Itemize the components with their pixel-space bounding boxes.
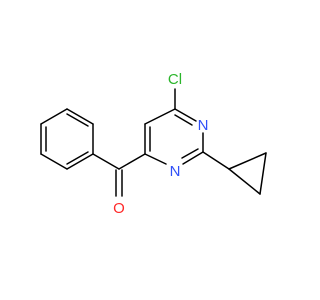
carbonyl-group: O [92, 153, 146, 217]
pyrimidine-ring: N N [144, 108, 209, 180]
chloro-substituent: Cl [168, 71, 182, 110]
bond-c2-cyclopropyl [202, 151, 230, 170]
molecule-diagram: O N N Cl [40, 71, 267, 217]
cyclopropyl-group [202, 151, 267, 195]
bond-cyclopropyl-2 [259, 152, 267, 195]
bond-phenyl-2 [40, 153, 68, 170]
chlorine-label: Cl [168, 71, 182, 88]
bond-phenyl-1 [66, 153, 94, 170]
bond-carbonyl-pyrimidine [118, 153, 146, 170]
phenyl-ring [40, 108, 94, 170]
bond-phenyl-5 [66, 108, 94, 125]
bond-phenyl-inner-1 [66, 151, 89, 165]
bond-phenyl-4 [40, 108, 68, 125]
bond-phenyl-carbonyl [92, 153, 120, 170]
bond-c2-n3 [182, 151, 204, 165]
structure-canvas: O N N Cl [40, 71, 267, 217]
bond-n3-c4 [144, 153, 167, 165]
bond-cyclopropyl-1 [228, 152, 267, 170]
bond-phenyl-inner-3 [66, 113, 89, 127]
bond-c5-c6 [144, 108, 176, 125]
oxygen-label: O [113, 200, 125, 217]
bond-c6-n1-inner [174, 114, 193, 126]
bond-c2-n3-inner [181, 148, 199, 159]
bond-cyclopropyl-3 [228, 168, 261, 195]
bond-c6-n1 [174, 108, 197, 122]
nitrogen-3-label: N [170, 163, 181, 180]
nitrogen-1-label: N [198, 117, 209, 134]
